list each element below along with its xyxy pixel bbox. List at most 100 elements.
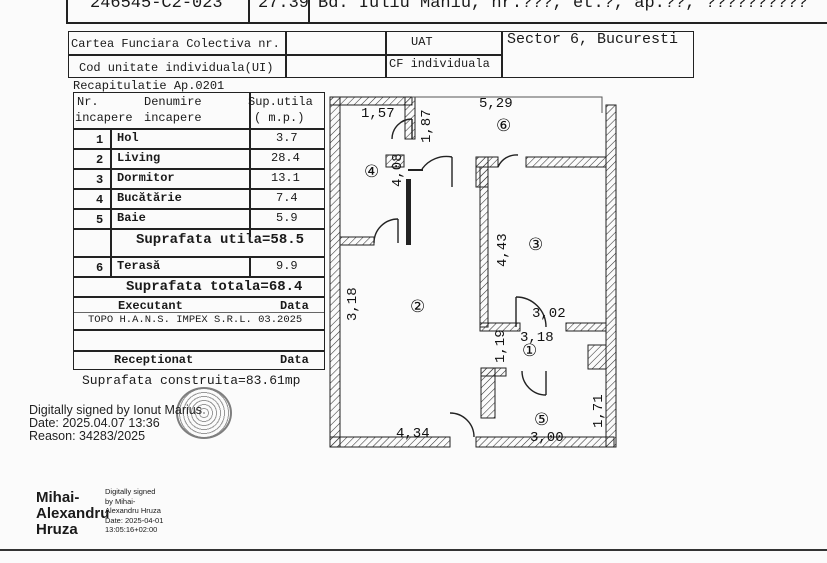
room-area: 7.4 bbox=[276, 191, 298, 205]
wall-dormitor-left bbox=[479, 166, 489, 328]
executant-label: Executant bbox=[118, 299, 183, 313]
header-incapere-1: incapere bbox=[75, 111, 133, 125]
dim-label: 5,29 bbox=[479, 96, 513, 112]
wall-kitchen-mid bbox=[385, 154, 405, 168]
dim-label: 3,00 bbox=[530, 430, 564, 446]
door-baie bbox=[521, 370, 547, 396]
signature-name: Mihai- Alexandru Hruza bbox=[36, 490, 109, 538]
recap-table: Nr. Denumire Sup.utila incapere incapere… bbox=[73, 92, 325, 370]
door-terasa bbox=[391, 118, 413, 140]
wall-kitchen-living bbox=[339, 236, 375, 246]
carte-funciara-label: Cartea Funciara Colectiva nr. bbox=[71, 37, 280, 51]
executant-value: TOPO H.A.N.S. IMPEX S.R.L. 03.2025 bbox=[88, 314, 303, 326]
room-area: 5.9 bbox=[276, 211, 298, 225]
door-kitchen bbox=[373, 218, 399, 244]
wall-hol-top bbox=[479, 322, 521, 332]
wall-right bbox=[605, 104, 617, 448]
room-number-3: ③ bbox=[528, 235, 543, 255]
suprafata-totala: Suprafata totala=68.4 bbox=[126, 279, 303, 295]
room-nr: 3 bbox=[96, 173, 104, 187]
dim-label: 4,08 bbox=[390, 153, 406, 187]
door-hol-terasa bbox=[421, 155, 453, 170]
terrace-name: Terasă bbox=[117, 259, 161, 273]
wall-hol-top-right bbox=[565, 322, 607, 332]
wall-bottom-left bbox=[329, 436, 451, 448]
dim-label: 3,02 bbox=[532, 306, 566, 322]
recap-title: Recapitulatie Ap.0201 bbox=[73, 79, 225, 93]
uat-label: UAT bbox=[411, 35, 433, 49]
wall-top-left bbox=[329, 96, 413, 106]
room-name: Baie bbox=[117, 211, 146, 225]
room-nr: 1 bbox=[96, 133, 104, 147]
official-stamp bbox=[176, 387, 232, 439]
wall-dormitor-top bbox=[475, 156, 499, 168]
receptionat-label: Receptionat bbox=[114, 353, 194, 367]
suprafata-utila: Suprafata utila=58.5 bbox=[136, 232, 305, 248]
signature-line: Digitally signed by Ionut Marius bbox=[29, 403, 202, 417]
room-number-4: ④ bbox=[364, 162, 379, 182]
cf-individuala-label: CF individuala bbox=[389, 57, 490, 71]
dim-label: 1,87 bbox=[419, 109, 435, 143]
signature-line: Date: 2025.04.07 13:36 bbox=[29, 416, 160, 430]
signature-detail-line: 13:05:16+02:00 bbox=[105, 525, 158, 534]
uat-value: Sector 6, Bucuresti bbox=[507, 31, 679, 48]
signature-detail-line: Alexandru Hruza bbox=[105, 506, 161, 515]
room-area: 3.7 bbox=[276, 131, 298, 145]
room-name: Hol bbox=[117, 131, 139, 145]
data-label-2: Data bbox=[280, 353, 309, 367]
room-nr: 2 bbox=[96, 153, 104, 167]
header-nr: Nr. bbox=[77, 95, 99, 109]
suprafata-construita: Suprafata construita=83.61mp bbox=[82, 373, 301, 388]
room-name: Bucătărie bbox=[117, 191, 182, 205]
signature-name-line: Hruza bbox=[36, 521, 78, 538]
signature-detail-line: Date: 2025-04-01 bbox=[105, 515, 164, 525]
dim-label: 1,57 bbox=[361, 106, 395, 122]
room-area: 28.4 bbox=[271, 151, 300, 165]
page-bottom-rule bbox=[0, 549, 827, 551]
dim-label: 4,43 bbox=[495, 233, 511, 267]
floor-plan: 5,29 1,57 1,87 4,08 4,43 3,18 3,02 3,18 … bbox=[329, 96, 617, 448]
data-label: Data bbox=[280, 299, 309, 313]
room-number-6: ⑥ bbox=[496, 116, 511, 136]
door-dormitor-terasa bbox=[497, 154, 519, 168]
wall-left bbox=[329, 96, 341, 448]
door-entry bbox=[449, 412, 475, 438]
signature-name-line: Mihai- bbox=[36, 489, 80, 506]
wall-hol-right bbox=[587, 344, 607, 370]
top-row-fragment: 246545-C2-023 27.39 Bd. Iuliu Maniu, nr.… bbox=[66, 0, 827, 24]
kitchen-partition bbox=[406, 179, 411, 245]
terrace-outline bbox=[412, 96, 603, 113]
top-cell-3: Bd. Iuliu Maniu, nr.???, et.?, ap.??, ??… bbox=[318, 0, 808, 13]
signature-name-line: Alexandru bbox=[36, 505, 110, 522]
signature-block-1: Digitally signed by Ionut Marius Date: 2… bbox=[29, 404, 202, 443]
dim-label: 1,71 bbox=[591, 394, 607, 428]
terrace-nr: 6 bbox=[96, 261, 104, 275]
signature-line: Reason: 34283/2025 bbox=[29, 429, 146, 443]
room-number-2: ② bbox=[410, 297, 425, 317]
wall-dormitor-top-right bbox=[525, 156, 607, 168]
door-dormitor bbox=[515, 296, 547, 328]
room-name: Dormitor bbox=[117, 171, 175, 185]
top-cell-2: 27.39 bbox=[258, 0, 310, 13]
signature-detail-line: Digitally signed bbox=[105, 487, 156, 496]
wall-baie-left bbox=[480, 367, 496, 419]
header-incapere-2: incapere bbox=[144, 111, 202, 125]
dim-label: 3,18 bbox=[345, 287, 361, 321]
cadastral-header-grid: Cartea Funciara Colectiva nr. UAT Sector… bbox=[68, 31, 694, 78]
dim-label: 1,19 bbox=[493, 329, 509, 363]
header-unit: ( m.p.) bbox=[254, 111, 305, 125]
dim-label: 3,18 bbox=[520, 330, 554, 346]
signature-details: Digitally signed by Mihai- Alexandru Hru… bbox=[105, 487, 163, 535]
room-nr: 5 bbox=[96, 213, 104, 227]
room-nr: 4 bbox=[96, 193, 104, 207]
dim-label: 4,34 bbox=[396, 426, 430, 442]
room-number-5: ⑤ bbox=[534, 410, 549, 430]
wall-kitchen-top bbox=[404, 96, 416, 140]
header-denumire: Denumire bbox=[144, 95, 202, 109]
header-sup: Sup.utila bbox=[248, 95, 313, 109]
top-cell-1: 246545-C2-023 bbox=[90, 0, 223, 13]
room-area: 13.1 bbox=[271, 171, 300, 185]
room-number-1: ① bbox=[522, 341, 537, 361]
terrace-area: 9.9 bbox=[276, 259, 298, 273]
room-name: Living bbox=[117, 151, 161, 165]
